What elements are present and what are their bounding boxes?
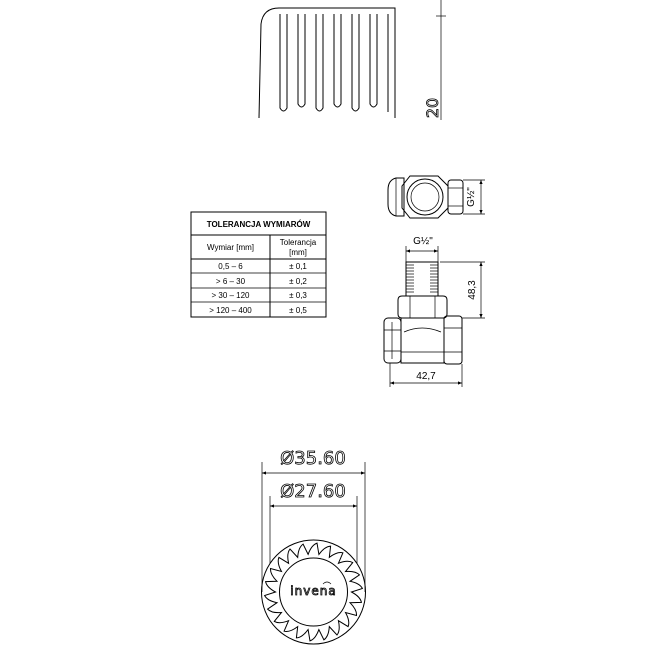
valve-height-dimension: 48,3 [467, 280, 478, 300]
tolerance-table: TOLERANCJA WYMIARÓW Wymiar [mm] Toleranc… [190, 211, 327, 318]
table-border [190, 211, 327, 318]
head-outline [258, 7, 396, 119]
valve-bore-inner [410, 182, 440, 212]
valve-bore-outer [406, 178, 444, 216]
head-rib [333, 14, 342, 108]
valve-body-contour [403, 327, 442, 333]
table-cell-range: > 120 – 400 [209, 306, 252, 315]
right-nut [447, 179, 464, 215]
valve-width-dimension: 42,7 [416, 371, 436, 382]
head-outer-rim [261, 539, 366, 645]
head-rib [315, 14, 324, 112]
left-nut [387, 177, 405, 217]
head-rib [369, 14, 378, 108]
serrated-ring [263, 542, 364, 642]
table-cell-tolerance: ± 0,2 [289, 277, 307, 286]
head-top-view: Ø35.60 Ø27.60 invena [261, 448, 366, 645]
table-header-tolerance-unit: [mm] [289, 248, 307, 257]
logo-arc [322, 581, 332, 585]
valve-body-top [401, 175, 449, 219]
top-view-thread-label: G½" [466, 187, 477, 207]
valve-top-view: G½" [387, 175, 485, 219]
left-union-nut [383, 317, 402, 364]
head-rib [351, 14, 360, 112]
outer-diameter-dimension: Ø35.60 [280, 448, 346, 469]
front-view-thread-label: G½" [413, 236, 433, 247]
table-cell-range: 0,5 – 6 [218, 262, 243, 271]
table-cell-range: > 30 – 120 [211, 291, 250, 300]
head-center-disc [279, 557, 348, 627]
table-header-tolerance: Tolerancja [280, 238, 317, 247]
valve-body [400, 317, 445, 364]
pipe-threads [406, 264, 438, 293]
table-cell-tolerance: ± 0,3 [289, 291, 307, 300]
right-hex-nut [443, 315, 463, 365]
table-title: TOLERANCJA WYMIARÓW [207, 220, 311, 229]
head-height-dimension: 20 [423, 98, 442, 118]
valve-front-view: G½" 48,3 42,7 [383, 236, 485, 387]
table-cell-range: > 6 – 30 [216, 277, 246, 286]
table-header-dimension: Wymiar [mm] [207, 243, 254, 252]
hex-nut [397, 295, 448, 319]
table-cell-tolerance: ± 0,5 [289, 306, 307, 315]
threaded-pipe [405, 261, 439, 297]
head-rib [297, 14, 306, 108]
table-cell-tolerance: ± 0,1 [289, 262, 307, 271]
invena-logo: invena [290, 584, 336, 598]
inner-diameter-dimension: Ø27.60 [280, 481, 346, 502]
head-ribs [279, 14, 389, 112]
head-rib [279, 14, 288, 112]
head-side-view: 20 [258, 0, 446, 120]
serrated-ring-teeth [263, 542, 364, 642]
